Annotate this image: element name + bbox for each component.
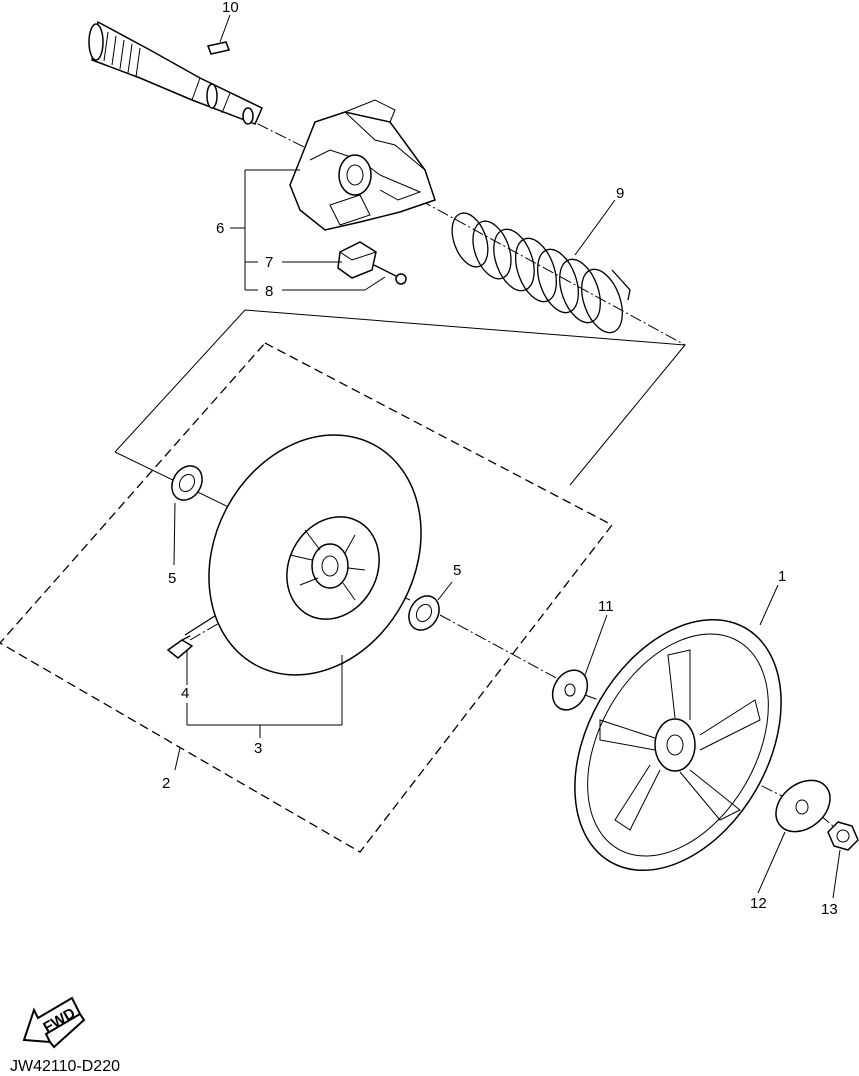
leader-lines xyxy=(173,14,841,899)
callout-3: 3 xyxy=(254,740,262,757)
forward-arrow-icon: FWD xyxy=(22,996,86,1049)
part-5-oil-seal-lower xyxy=(408,595,440,631)
callout-7: 7 xyxy=(265,254,273,271)
part-13-nut xyxy=(827,821,859,851)
callout-9: 9 xyxy=(616,185,624,202)
part-5-oil-seal-upper xyxy=(171,465,203,501)
part-8-bolt xyxy=(373,264,407,285)
part-4-grease-nipple xyxy=(166,635,194,659)
callout-4: 4 xyxy=(181,685,189,702)
callout-5-upper: 5 xyxy=(168,570,176,587)
callout-5-lower: 5 xyxy=(453,562,461,579)
callout-6: 6 xyxy=(216,220,224,237)
callout-labels: 10 9 6 7 8 5 5 4 3 2 11 1 12 13 xyxy=(162,0,838,918)
part-2-dashed-outline xyxy=(0,342,613,853)
callout-2: 2 xyxy=(162,775,170,792)
callout-1: 1 xyxy=(778,568,786,585)
part-12-washer xyxy=(775,779,831,833)
part-9-spring xyxy=(451,212,631,334)
callout-8: 8 xyxy=(265,283,273,300)
part-7-slider xyxy=(337,241,377,279)
callout-11: 11 xyxy=(598,598,614,615)
diagram-code: JW42110-D220 xyxy=(10,1058,120,1075)
callout-13: 13 xyxy=(821,901,838,918)
shaft xyxy=(88,20,263,125)
part-1-fixed-sheave xyxy=(574,618,782,872)
part-10-key xyxy=(206,41,231,55)
callout-12: 12 xyxy=(750,895,767,912)
part-6-cam xyxy=(289,99,436,231)
callout-10: 10 xyxy=(222,0,239,16)
part-11-washer xyxy=(551,669,589,711)
part-3-sliding-sheave xyxy=(208,434,422,676)
